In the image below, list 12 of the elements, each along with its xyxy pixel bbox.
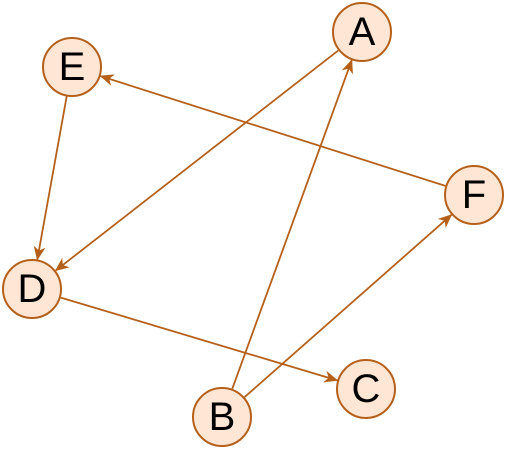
node-label: D — [18, 269, 46, 309]
arrow — [244, 214, 452, 398]
node-label: A — [348, 12, 376, 52]
arrow — [231, 59, 353, 390]
arrow — [100, 74, 446, 187]
arrow — [34, 96, 68, 260]
node-label: C — [352, 369, 380, 409]
arrow — [54, 50, 339, 272]
node-label: F — [462, 175, 486, 215]
node-label: B — [208, 397, 236, 437]
node-label: E — [58, 47, 86, 87]
arrow — [60, 296, 338, 382]
